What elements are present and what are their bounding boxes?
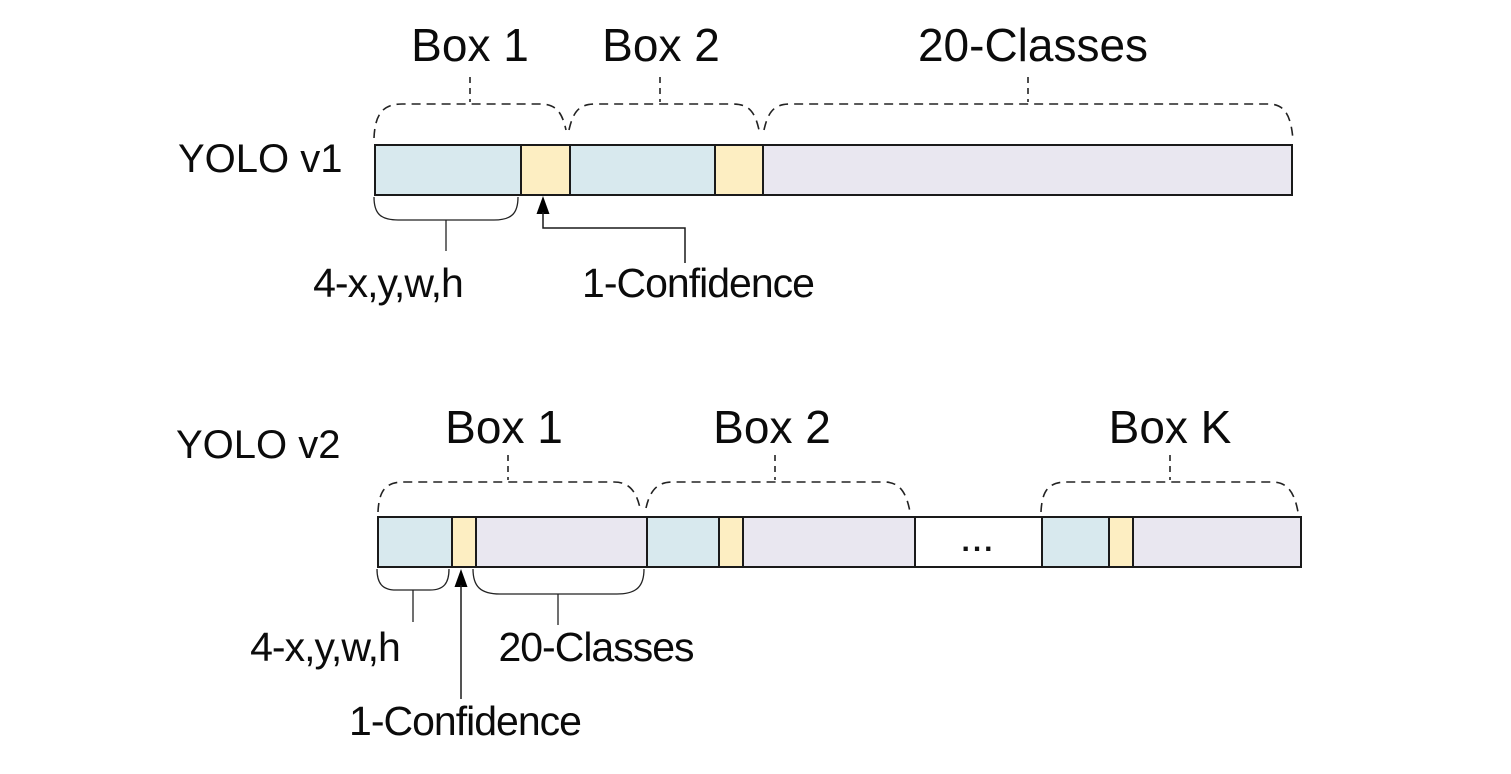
bar-v2: ... [377, 516, 1302, 568]
v2-classes-underbrace [472, 568, 645, 595]
v1-classes-label: 20-Classes [917, 19, 1149, 71]
v2-boxk-label: Box K [1108, 401, 1232, 453]
segment-coords [379, 518, 451, 566]
segment-confidence [520, 146, 569, 194]
v1-coords-annotation: 4-x,y,w,h [313, 260, 464, 306]
segment-coords [1041, 518, 1108, 566]
segment-coords [569, 146, 714, 194]
v1-confidence-annotation: 1-Confidence [582, 260, 815, 306]
segment-classes [1132, 518, 1300, 566]
v2-confidence-annotation: 1-Confidence [349, 698, 582, 744]
segment-confidence [1108, 518, 1132, 566]
segment-coords [376, 146, 520, 194]
segment-classes [762, 146, 1291, 194]
v1-box2-brace [568, 103, 760, 131]
segment-classes [475, 518, 646, 566]
v2-box2-brace [645, 481, 911, 513]
v1-coords-underbrace [373, 196, 519, 221]
v1-box2-label: Box 2 [602, 19, 720, 71]
v2-box1-label: Box 1 [445, 401, 563, 453]
v2-box2-label: Box 2 [713, 401, 831, 453]
row-title-yolo-v1: YOLO v1 [178, 137, 343, 181]
v2-box1-brace [377, 481, 641, 513]
v1-confidence-arrowhead [536, 196, 550, 214]
segment-coords [646, 518, 718, 566]
v2-coords-underbrace [376, 568, 450, 591]
segment-confidence [714, 146, 762, 194]
segment-gap: ... [914, 518, 1041, 566]
segment-classes [742, 518, 914, 566]
v1-classes-brace [763, 103, 1294, 141]
v1-box1-brace [373, 103, 567, 139]
v1-confidence-leader [542, 212, 686, 263]
v2-boxk-brace [1040, 481, 1299, 513]
v2-confidence-arrowhead [454, 569, 468, 587]
segment-confidence [451, 518, 475, 566]
row-title-yolo-v2: YOLO v2 [176, 423, 341, 467]
bar-v1 [374, 144, 1293, 196]
segment-confidence [718, 518, 742, 566]
v2-classes-annotation: 20-Classes [498, 624, 694, 670]
v1-box1-label: Box 1 [411, 19, 529, 71]
v2-coords-annotation: 4-x,y,w,h [250, 624, 401, 670]
